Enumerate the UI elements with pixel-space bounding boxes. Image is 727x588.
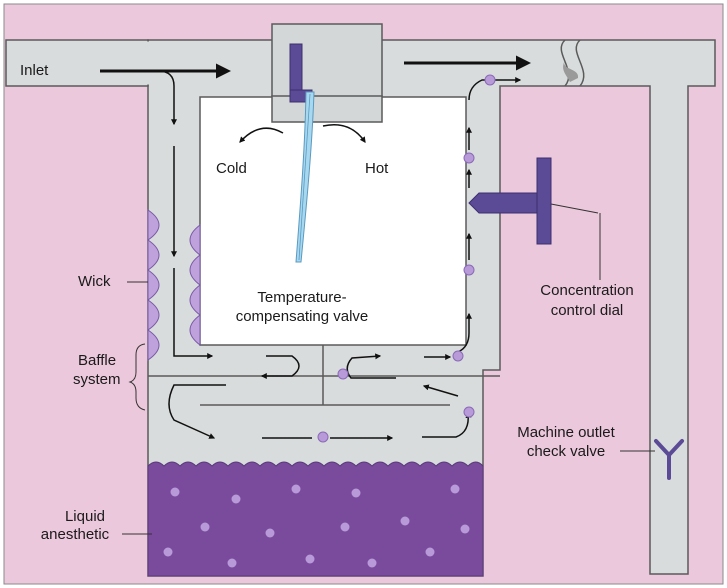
label-liquid-line1: Liquid bbox=[64, 508, 106, 525]
label-baffle-line1: Baffle bbox=[78, 352, 117, 369]
vapor-bubbles bbox=[317, 74, 496, 443]
baffle-system bbox=[148, 345, 500, 406]
label-liquid-line2: anesthetic bbox=[40, 526, 110, 543]
wick bbox=[147, 209, 201, 361]
leader-lines bbox=[122, 203, 655, 535]
flow-arrows bbox=[100, 55, 531, 441]
label-concentration-line1: Concentration bbox=[540, 282, 634, 299]
label-concentration-line2: control dial bbox=[550, 302, 624, 319]
label-temperature-valve-line1: Temperature- bbox=[257, 289, 347, 306]
label-outlet-line1: Machine outlet bbox=[517, 424, 615, 441]
temperature-compensating-valve bbox=[289, 43, 315, 263]
label-inlet: Inlet bbox=[20, 62, 49, 79]
label-temperature-valve-line2: compensating valve bbox=[235, 308, 369, 325]
pipe-break-symbol bbox=[560, 39, 585, 87]
label-hot: Hot bbox=[365, 160, 389, 177]
check-valve bbox=[654, 439, 684, 480]
label-cold: Cold bbox=[216, 160, 247, 177]
label-outlet-line2: check valve bbox=[526, 443, 606, 460]
concentration-control-dial bbox=[468, 157, 552, 245]
label-baffle-line2: system bbox=[73, 371, 121, 388]
liquid-bubbles bbox=[163, 484, 470, 568]
label-wick: Wick bbox=[78, 273, 111, 290]
liquid-anesthetic bbox=[147, 461, 484, 577]
